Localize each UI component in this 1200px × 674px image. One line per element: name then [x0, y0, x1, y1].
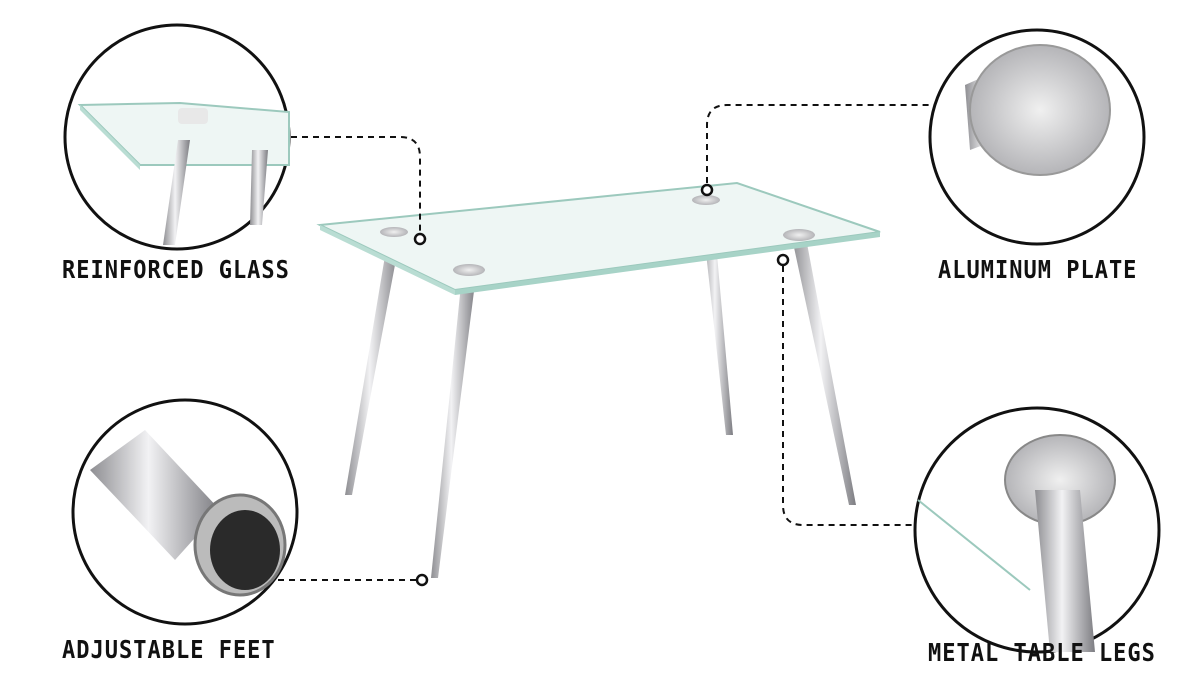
metal-leg-detail — [917, 434, 1116, 652]
glass-top — [316, 181, 881, 295]
aluminum-plate-detail — [965, 44, 1111, 176]
label-metal-table-legs: METAL TABLE LEGS — [928, 639, 1156, 668]
callout-connectors — [278, 104, 930, 581]
label-reinforced-glass: REINFORCED GLASS — [62, 256, 290, 285]
glass-corner-detail — [77, 101, 290, 245]
label-aluminum-plate: ALUMINUM PLATE — [938, 256, 1138, 285]
label-adjustable-feet: ADJUSTABLE FEET — [62, 636, 276, 665]
adjustable-foot-detail — [90, 430, 287, 597]
connector-dots — [413, 183, 790, 587]
